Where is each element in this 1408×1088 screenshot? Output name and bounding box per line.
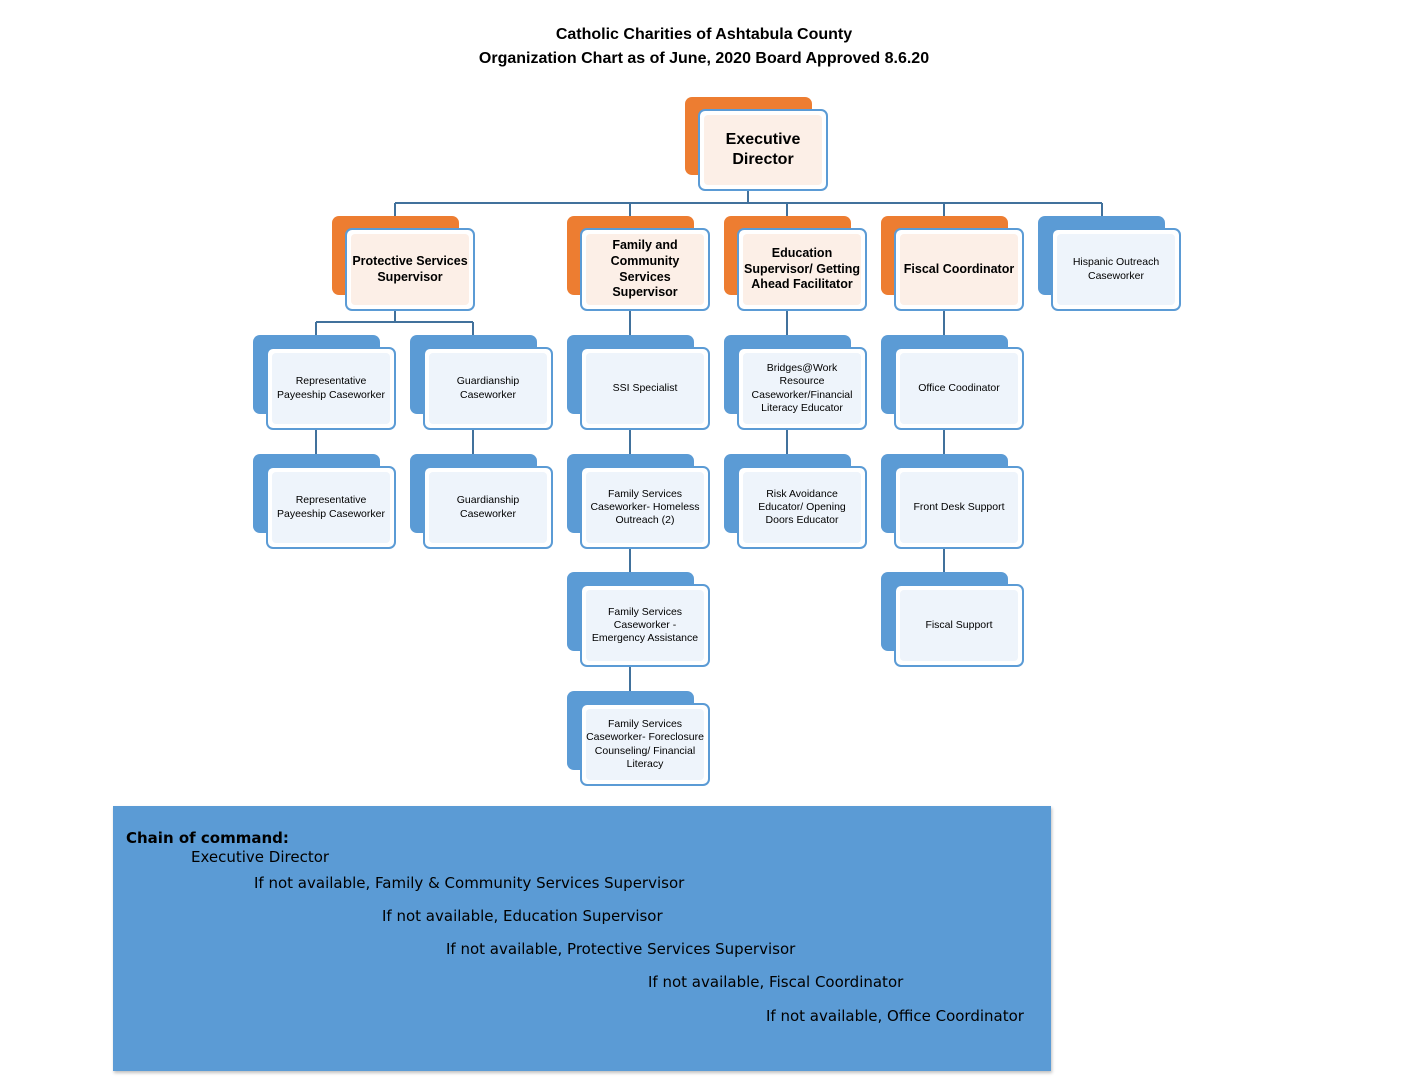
fs-foreclosure-node: Family Services Caseworker- Foreclosure … bbox=[567, 691, 710, 786]
chain-line-6: If not available, Office Coordinator bbox=[766, 1007, 1024, 1025]
guardianship-1-label: Guardianship Caseworker bbox=[456, 375, 520, 401]
bridges-node: Bridges@Work Resource Caseworker/Financi… bbox=[724, 335, 867, 430]
front-desk-label: Front Desk Support bbox=[913, 500, 1005, 513]
risk-avoidance-node: Risk Avoidance Educator/ Opening Doors E… bbox=[724, 454, 867, 549]
chain-line-3: If not available, Education Supervisor bbox=[382, 907, 663, 925]
family-community-supervisor-label: Family and Community Services Supervisor bbox=[610, 238, 680, 300]
guardianship-2-label: Guardianship Caseworker bbox=[456, 494, 520, 520]
family-community-supervisor-node: Family and Community Services Supervisor bbox=[567, 216, 710, 311]
chart-subtitle: Organization Chart as of June, 2020 Boar… bbox=[478, 50, 930, 67]
rep-payee-2-label: Representative Payeeship Caseworker bbox=[277, 494, 385, 520]
chain-line-1: Executive Director bbox=[191, 848, 330, 866]
fs-homeless-label: Family Services Caseworker- Homeless Out… bbox=[590, 487, 700, 527]
fs-emergency-node: Family Services Caseworker - Emergency A… bbox=[567, 572, 710, 667]
rep-payee-1-node: Representative Payeeship Caseworker bbox=[253, 335, 396, 430]
education-supervisor-node: Education Supervisor/ Getting Ahead Faci… bbox=[724, 216, 867, 311]
hispanic-outreach-node: Hispanic Outreach Caseworker bbox=[1038, 216, 1181, 311]
protective-services-supervisor-label: Protective Services Supervisor bbox=[352, 253, 468, 284]
fiscal-support-label: Fiscal Support bbox=[925, 618, 993, 631]
chain-line-5: If not available, Fiscal Coordinator bbox=[648, 973, 904, 991]
office-coordinator-label: Office Coodinator bbox=[918, 381, 1000, 394]
executive-director-label: Executive Director bbox=[725, 131, 801, 168]
fs-foreclosure-label: Family Services Caseworker- Foreclosure … bbox=[586, 718, 704, 770]
protective-services-supervisor-node: Protective Services Supervisor bbox=[332, 216, 475, 311]
fiscal-support-node: Fiscal Support bbox=[881, 572, 1024, 667]
chain-heading: Chain of command: bbox=[126, 829, 289, 847]
ssi-specialist-node: SSI Specialist bbox=[567, 335, 710, 430]
chain-line-2: If not available, Family & Community Ser… bbox=[254, 874, 685, 892]
front-desk-node: Front Desk Support bbox=[881, 454, 1024, 549]
rep-payee-1-label: Representative Payeeship Caseworker bbox=[277, 375, 385, 401]
fiscal-coordinator-node: Fiscal Coordinator bbox=[881, 216, 1024, 311]
fiscal-coordinator-label: Fiscal Coordinator bbox=[903, 261, 1015, 276]
chart-title: Catholic Charities of Ashtabula County bbox=[555, 26, 853, 43]
office-coordinator-node: Office Coodinator bbox=[881, 335, 1024, 430]
rep-payee-2-node: Representative Payeeship Caseworker bbox=[253, 454, 396, 549]
ssi-specialist-label: SSI Specialist bbox=[612, 381, 678, 394]
bridges-label: Bridges@Work Resource Caseworker/Financi… bbox=[751, 362, 853, 414]
fs-emergency-label: Family Services Caseworker - Emergency A… bbox=[591, 605, 699, 645]
guardianship-1-node: Guardianship Caseworker bbox=[410, 335, 553, 430]
executive-director-node: Executive Director bbox=[685, 97, 828, 192]
education-supervisor-label: Education Supervisor/ Getting Ahead Faci… bbox=[744, 246, 860, 292]
risk-avoidance-label: Risk Avoidance Educator/ Opening Doors E… bbox=[758, 487, 846, 527]
hispanic-outreach-label: Hispanic Outreach Caseworker bbox=[1072, 256, 1160, 282]
guardianship-2-node: Guardianship Caseworker bbox=[410, 454, 553, 549]
chain-line-4: If not available, Protective Services Su… bbox=[446, 940, 796, 958]
fs-homeless-node: Family Services Caseworker- Homeless Out… bbox=[567, 454, 710, 549]
chain-of-command-box: Chain of command: Executive Director If … bbox=[113, 806, 1051, 1071]
